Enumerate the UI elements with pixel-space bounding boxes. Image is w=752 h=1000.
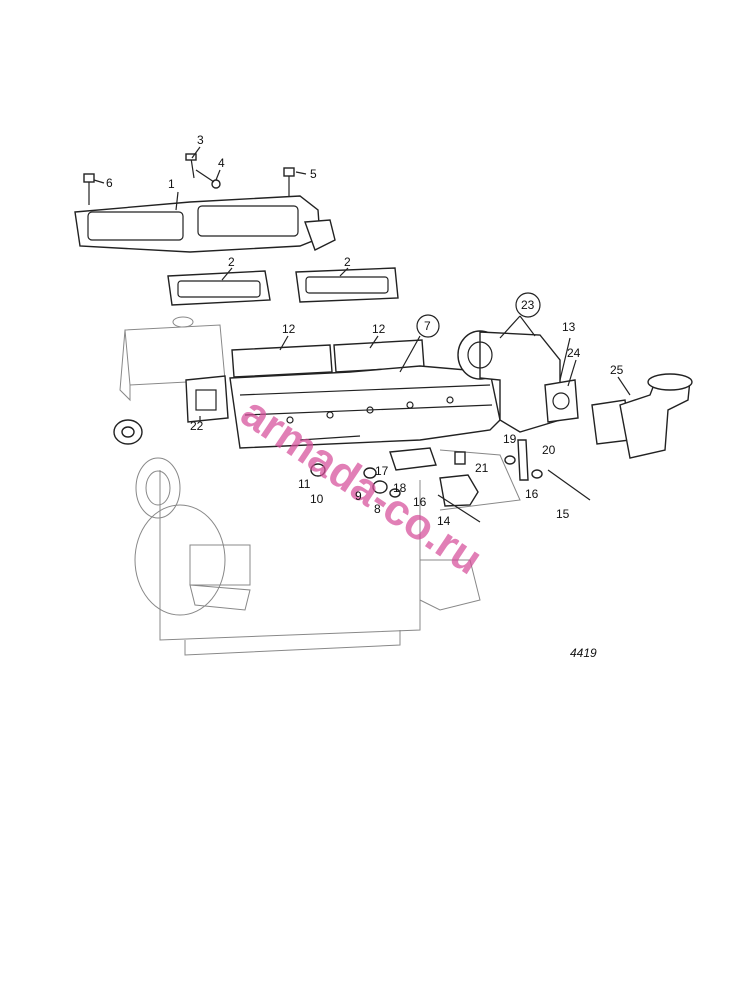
callout-12b: 12	[372, 322, 386, 336]
callout-20: 20	[542, 443, 556, 457]
callout-23-circle	[515, 292, 541, 318]
callout-labels: 1 2 2 3 4 5 6 7 8 9 10 11 12 12 13 14 15…	[106, 133, 624, 528]
callout-5: 5	[310, 167, 317, 181]
callout-19: 19	[503, 432, 517, 446]
flange-part-22	[185, 375, 229, 423]
callout-12a: 12	[282, 322, 296, 336]
callout-9: 9	[355, 489, 362, 503]
gasket-parts-12	[231, 339, 425, 378]
exhaust-manifold-part-7	[229, 365, 501, 471]
callout-24: 24	[567, 346, 581, 360]
callout-2b: 2	[344, 255, 351, 269]
callout-6: 6	[106, 176, 113, 190]
pulley	[113, 419, 143, 445]
callout-3: 3	[197, 133, 204, 147]
elbow-part-25	[591, 373, 693, 459]
callout-16a: 16	[413, 495, 427, 509]
callout-8: 8	[374, 502, 381, 516]
leader-lines	[93, 146, 631, 420]
callout-11: 11	[298, 477, 311, 491]
callout-2a: 2	[228, 255, 235, 269]
figure-number: 4419	[570, 646, 597, 660]
callout-14: 14	[437, 514, 451, 528]
bolt-parts-3-4-5-6	[83, 153, 295, 205]
callout-15: 15	[556, 507, 570, 521]
callout-17: 17	[375, 464, 389, 478]
callout-22: 22	[190, 419, 204, 433]
callout-18: 18	[393, 481, 407, 495]
callout-13: 13	[562, 320, 576, 334]
callout-7-circle	[416, 314, 440, 338]
callout-23: 23	[521, 298, 535, 312]
callout-4: 4	[218, 156, 225, 170]
flange-part-24	[544, 379, 579, 423]
manifold-cover-part-1	[74, 195, 336, 253]
turbo-elbow-part-23	[457, 330, 561, 433]
callout-16b: 16	[525, 487, 539, 501]
small-hardware-parts	[299, 435, 591, 523]
callout-7: 7	[424, 319, 431, 333]
callout-10: 10	[310, 492, 324, 506]
gasket-parts-2	[167, 267, 399, 306]
callout-1: 1	[168, 177, 175, 191]
callout-21: 21	[475, 461, 489, 475]
callout-25: 25	[610, 363, 624, 377]
